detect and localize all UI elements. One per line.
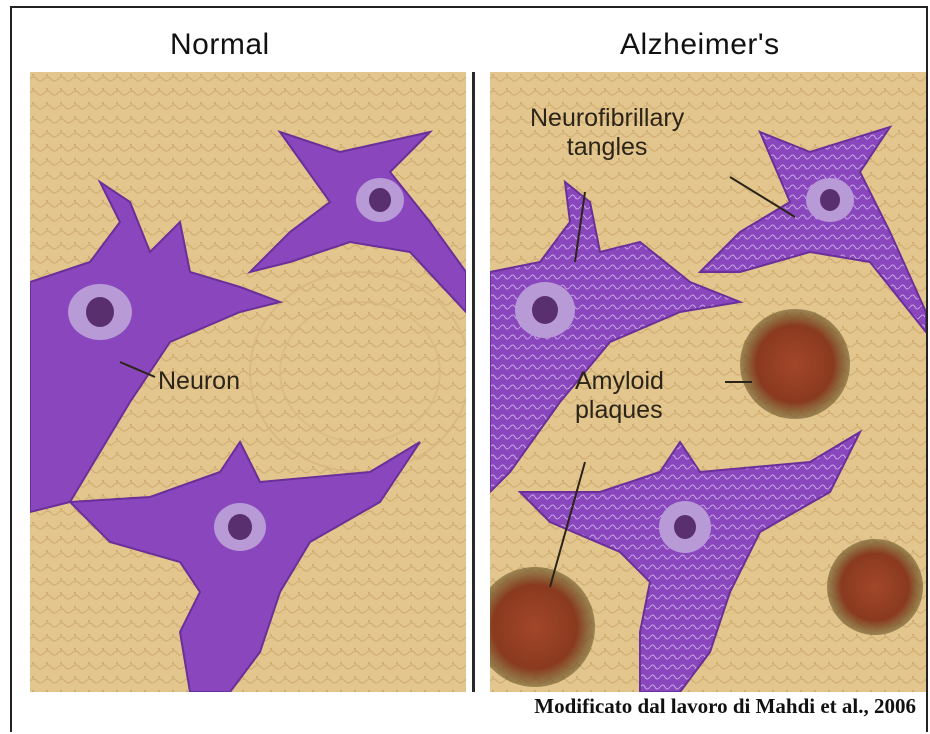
label-tangles: Neurofibrillary tangles — [530, 104, 684, 162]
label-neuron: Neuron — [158, 367, 240, 396]
title-normal: Normal — [170, 28, 270, 62]
source-credit: Modificato dal lavoro di Mahdi et al., 2… — [534, 694, 916, 719]
alzheimers-panel: Neurofibrillary tangles Amyloid plaques — [490, 72, 926, 692]
title-alzheimers: Alzheimer's — [620, 28, 780, 62]
plaque-bottom-right — [827, 539, 923, 635]
plaque-center — [740, 309, 850, 419]
normal-panel: Neuron — [30, 72, 466, 692]
label-plaques: Amyloid plaques — [575, 367, 664, 425]
normal-illustration — [30, 72, 466, 692]
panel-divider — [472, 72, 475, 692]
label-plaques-line1: Amyloid — [575, 367, 664, 396]
label-tangles-line1: Neurofibrillary — [530, 104, 684, 133]
label-plaques-line2: plaques — [575, 396, 664, 425]
alzheimers-illustration — [490, 72, 926, 692]
label-tangles-line2: tangles — [530, 133, 684, 162]
